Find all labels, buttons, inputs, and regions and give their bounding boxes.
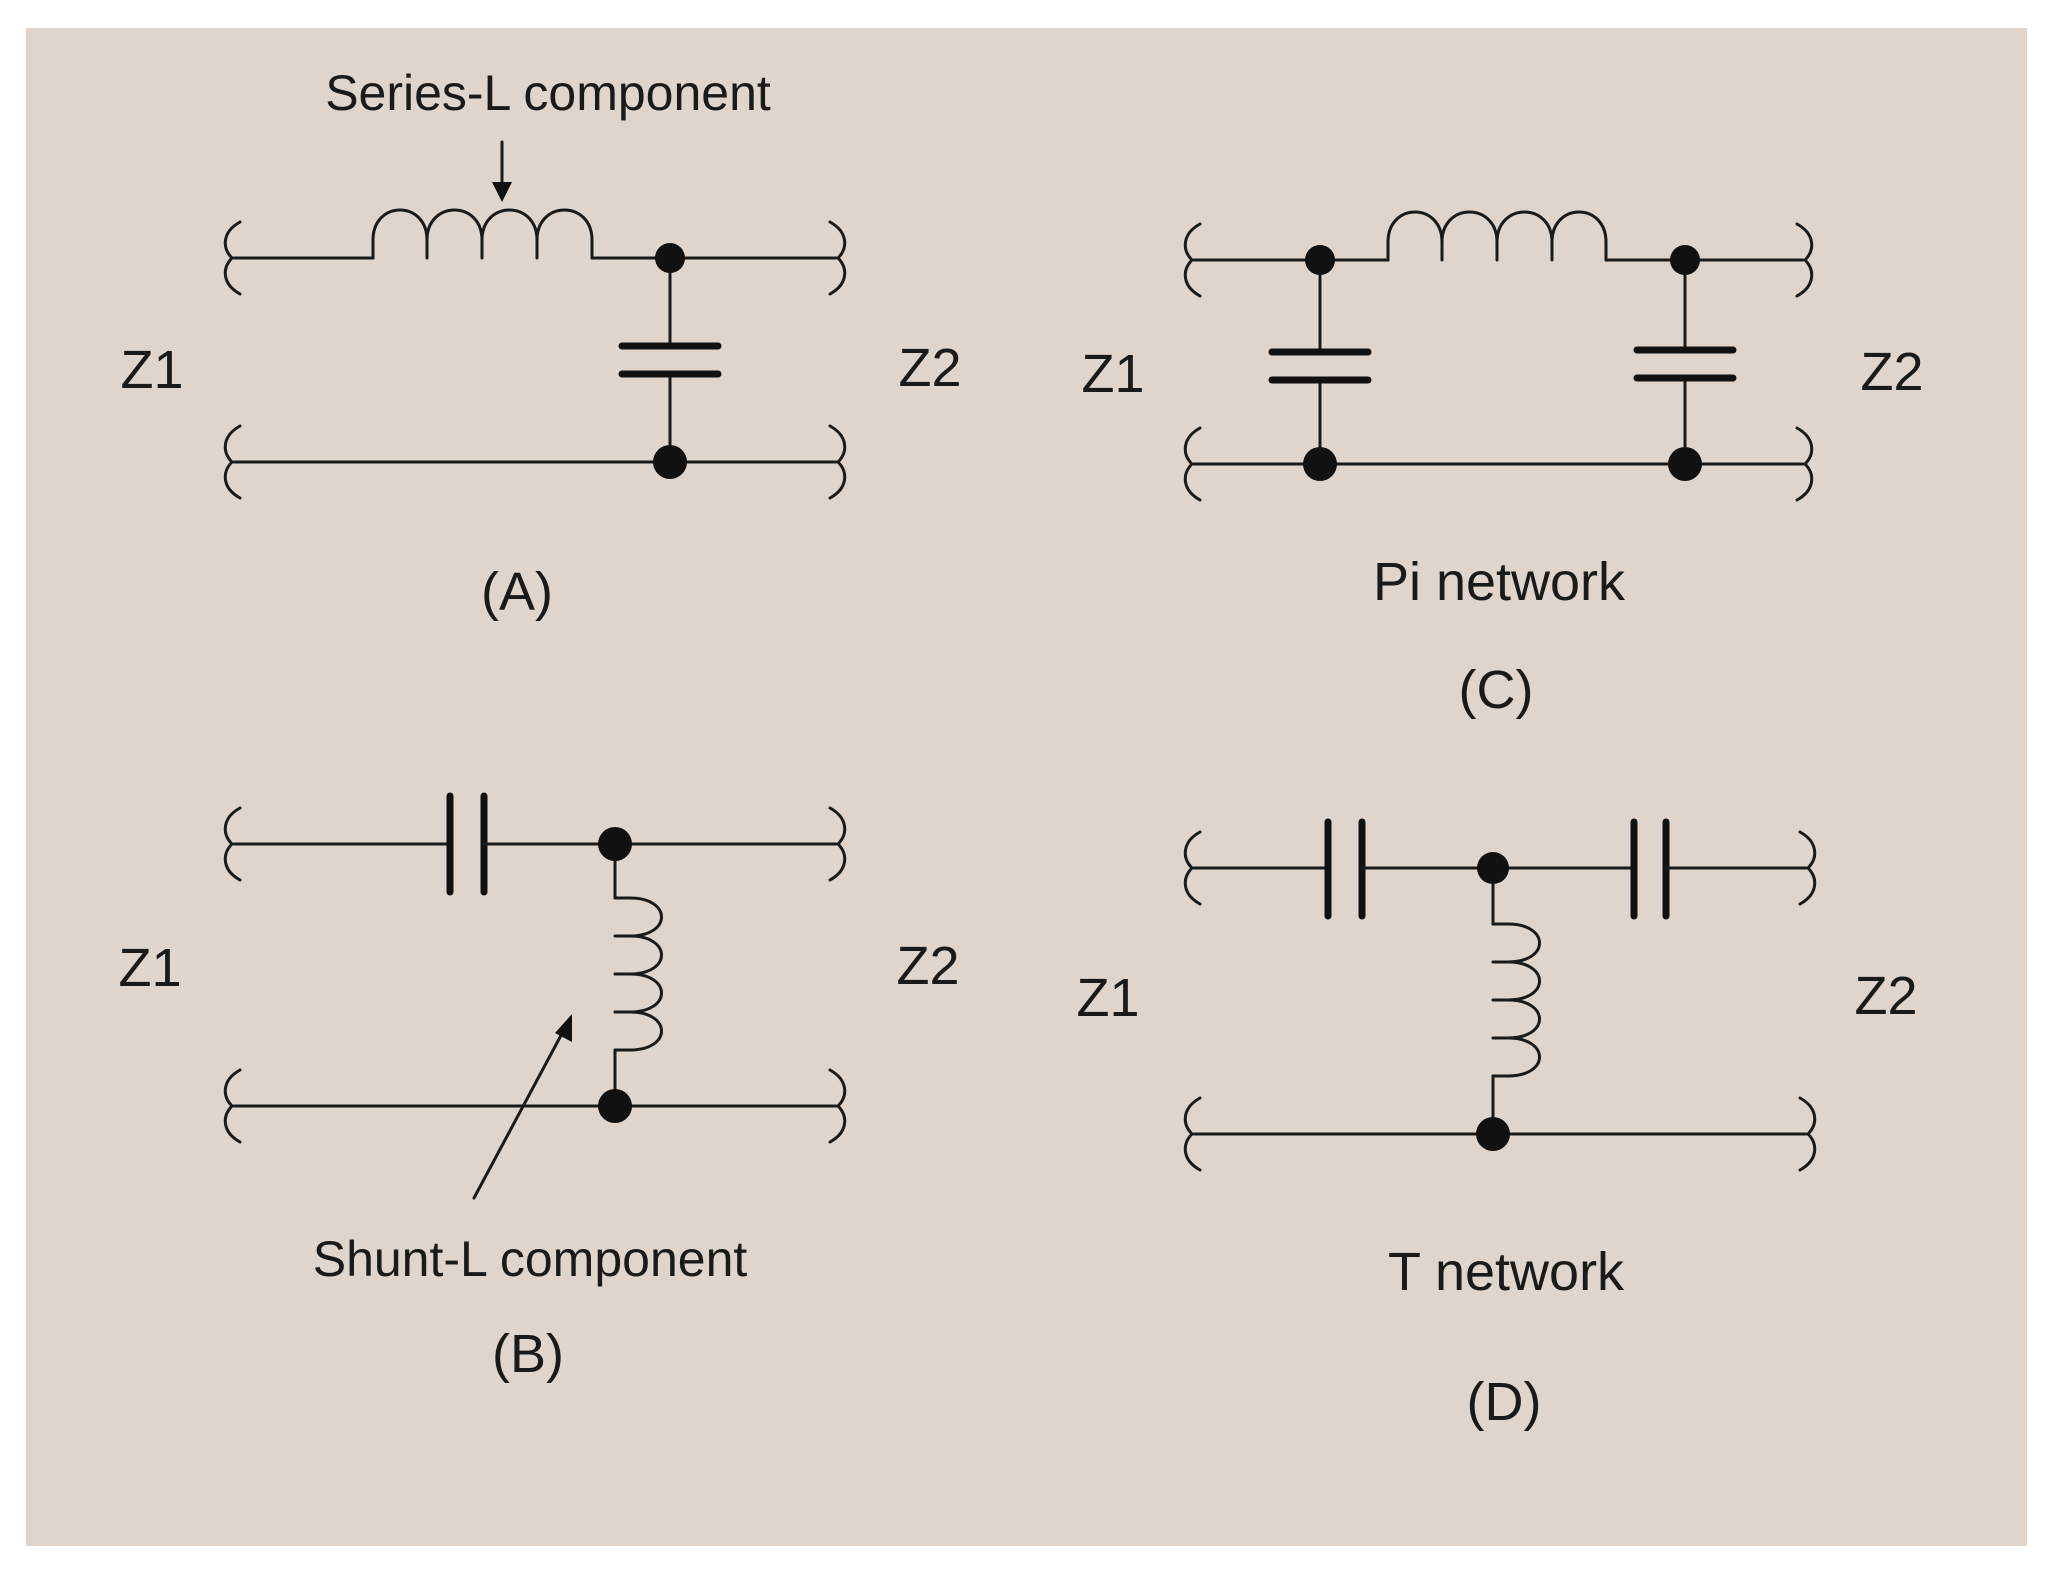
circuit-c: Z1 Z2 Pi network (C) xyxy=(1081,210,1924,720)
terminal-brace xyxy=(223,806,242,882)
annotation-arrow xyxy=(472,1024,568,1200)
terminal-brace xyxy=(223,1068,242,1144)
series-inductor xyxy=(1386,210,1608,262)
pi-network-title: Pi network xyxy=(1373,552,1626,612)
caption-b: (B) xyxy=(492,1324,564,1384)
circuit-a: Series-L component Z1 Z2 (A) xyxy=(120,65,961,622)
terminal-brace xyxy=(828,424,847,500)
shunt-capacitor-left xyxy=(1268,348,1372,384)
terminal-brace xyxy=(1183,222,1202,298)
z1-label-b: Z1 xyxy=(118,938,181,998)
terminal-brace xyxy=(828,806,847,882)
junction-node xyxy=(1670,245,1700,275)
terminal-brace xyxy=(1795,426,1814,502)
caption-d: (D) xyxy=(1467,1372,1542,1432)
junction-node xyxy=(1668,447,1702,481)
junction-node xyxy=(598,1089,632,1123)
circuit-b: Shunt-L component Z1 Z2 (B) xyxy=(118,792,960,1384)
terminal-brace xyxy=(223,220,242,296)
junction-node xyxy=(598,827,632,861)
arrow-head xyxy=(555,1014,572,1042)
series-capacitor-left xyxy=(1324,818,1366,920)
series-inductor xyxy=(371,208,594,260)
shunt-capacitor-right xyxy=(1633,346,1737,382)
terminal-brace xyxy=(1798,1096,1817,1172)
terminal-brace xyxy=(223,424,242,500)
z2-label-a: Z2 xyxy=(898,338,961,398)
junction-node xyxy=(655,243,685,273)
terminal-brace xyxy=(1798,830,1817,906)
series-l-label: Series-L component xyxy=(325,65,771,121)
terminal-brace xyxy=(828,220,847,296)
z2-label-d: Z2 xyxy=(1854,966,1917,1026)
shunt-inductor xyxy=(613,896,663,1052)
t-network-title: T network xyxy=(1388,1242,1625,1302)
caption-a: (A) xyxy=(481,562,553,622)
terminal-brace xyxy=(1183,1096,1202,1172)
junction-node xyxy=(653,445,687,479)
shunt-capacitor xyxy=(618,342,722,378)
terminal-brace xyxy=(828,1068,847,1144)
z1-label-d: Z1 xyxy=(1076,968,1139,1028)
shunt-l-label: Shunt-L component xyxy=(313,1231,748,1287)
arrow-head xyxy=(492,182,512,202)
z2-label-c: Z2 xyxy=(1860,342,1923,402)
junction-node xyxy=(1476,1117,1510,1151)
junction-node xyxy=(1477,852,1509,884)
series-capacitor-right xyxy=(1630,818,1670,920)
junction-node xyxy=(1305,245,1335,275)
terminal-brace xyxy=(1795,222,1814,298)
shunt-inductor xyxy=(1491,922,1541,1078)
series-capacitor xyxy=(446,792,488,896)
terminal-brace xyxy=(1183,426,1202,502)
caption-c: (C) xyxy=(1459,660,1534,720)
diagram-background xyxy=(26,28,2027,1546)
z1-label-a: Z1 xyxy=(120,340,183,400)
circuit-d: Z1 Z2 T network (D) xyxy=(1076,818,1918,1432)
z2-label-b: Z2 xyxy=(896,936,959,996)
junction-node xyxy=(1303,447,1337,481)
terminal-brace xyxy=(1183,830,1202,906)
z1-label-c: Z1 xyxy=(1081,344,1144,404)
